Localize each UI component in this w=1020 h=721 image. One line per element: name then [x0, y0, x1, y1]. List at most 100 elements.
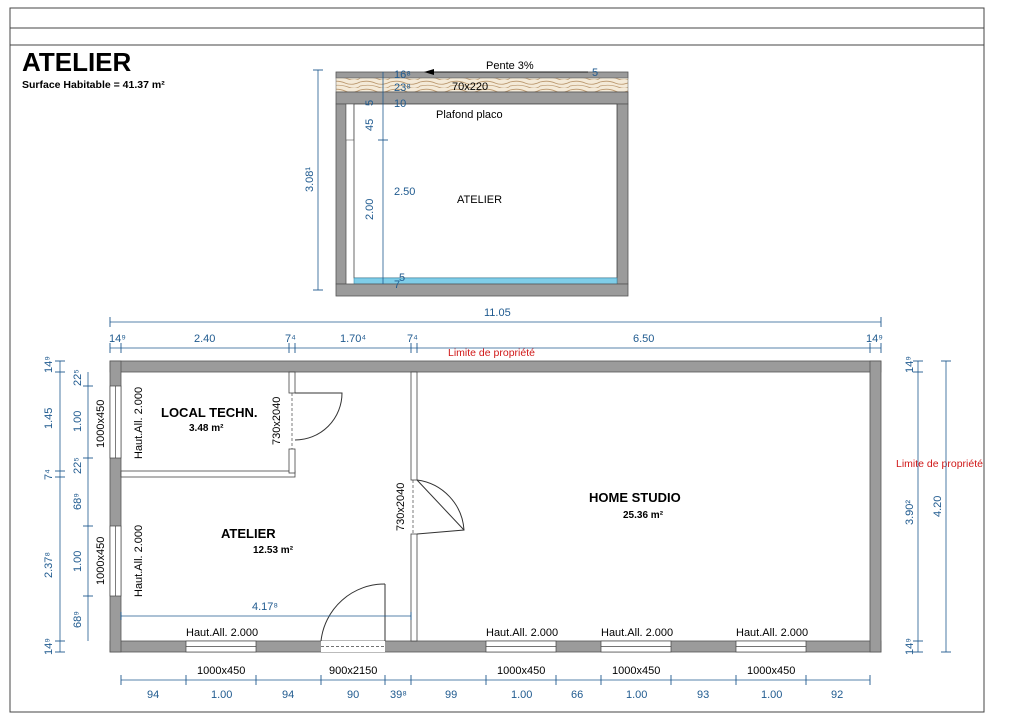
property-limit-top: Limite de propriété: [448, 347, 535, 359]
bottom-dim-12: 92: [831, 689, 843, 701]
top-dim-seg-7: 14⁹: [866, 333, 883, 345]
techn-door-swing: [294, 392, 343, 441]
slope-arrow-icon: [424, 69, 434, 75]
bottom-window-1-height: Haut.All. 2.000: [186, 627, 258, 639]
right-dim-inner: 3.90²: [904, 500, 916, 525]
left-dim-inner-4: 68⁹: [72, 493, 84, 510]
room-home-studio-area: 25.36 m²: [623, 510, 664, 521]
section-left-wall: [335, 103, 347, 285]
dim-roof-5-left: 5: [364, 100, 376, 106]
top-dimensions: 11.05 14⁹ 2.40 7⁴ 1.70⁴ 7⁴ 6.50 14⁹: [109, 307, 883, 353]
bottom-dim-9: 1.00: [626, 689, 647, 701]
bottom-dim-10: 93: [697, 689, 709, 701]
left-window-2-height: Haut.All. 2.000: [133, 525, 145, 597]
left-dim-inner-6: 68⁹: [72, 611, 84, 628]
bottom-dimensions: 94 1.00 94 90 39⁸ 99 1.00 66 1.00 93 1.0…: [120, 675, 871, 701]
left-dim-outer-3: 7⁴: [43, 469, 55, 480]
partition-lower: [410, 533, 418, 642]
left-dim-inner-3: 22⁵: [72, 457, 84, 474]
dim-roof-5-top: 5: [592, 67, 598, 79]
wall-right: [869, 360, 882, 653]
right-dim-bottom: 14⁹: [904, 638, 916, 655]
dim-roof-10: 10: [394, 98, 406, 110]
section-window-gap: [345, 103, 355, 141]
section-room: [353, 103, 618, 279]
page-title: ATELIER: [22, 47, 132, 77]
entrance-door-swing: [320, 583, 386, 642]
left-window-1-size: 1000x450: [95, 400, 107, 448]
left-window-2-size: 1000x450: [95, 537, 107, 585]
dim-roof-16: 16⁸: [394, 69, 411, 81]
room-local-techn-area: 3.48 m²: [189, 423, 224, 434]
left-dim-outer-1: 14⁹: [43, 356, 55, 373]
top-dim-seg-2: 2.40: [194, 333, 215, 345]
section-view: Pente 3% 70x220 Plafond placo ATELIER 3.…: [304, 60, 629, 297]
room-atelier-area: 12.53 m²: [253, 545, 294, 556]
room-local-techn-name: LOCAL TECHN.: [161, 405, 258, 420]
bottom-window-1-size: 1000x450: [197, 665, 245, 677]
bottom-dim-3: 94: [282, 689, 294, 701]
inner-dim-atelier: 4.17⁸: [252, 601, 278, 613]
bottom-dim-2: 1.00: [211, 689, 232, 701]
door-label-studio: 730x2040: [395, 483, 407, 531]
right-dimensions: 14⁹ 3.90² 14⁹ 4.20: [904, 356, 951, 655]
techn-partition-horizontal: [120, 470, 296, 478]
door-label-entrance: 900x2150: [329, 665, 377, 677]
top-dim-total: 11.05: [484, 307, 511, 319]
ceiling-label: Plafond placo: [436, 109, 503, 121]
bottom-window-3-size: 1000x450: [612, 665, 660, 677]
beam-label: 70x220: [452, 81, 488, 93]
bottom-dim-1: 94: [147, 689, 159, 701]
dim-2-00: 2.00: [364, 199, 376, 220]
left-dimensions: 14⁹ 1.45 7⁴ 2.37⁸ 14⁹ 22⁵ 1.00 22⁵ 68⁹ 1…: [43, 356, 93, 655]
bottom-dim-5: 39⁸: [390, 689, 407, 701]
property-limit-right: Limite de propriété: [896, 458, 983, 470]
bottom-dim-6: 99: [445, 689, 457, 701]
left-dim-inner-1: 22⁵: [72, 369, 84, 386]
left-dim-inner-5: 1.00: [72, 551, 84, 572]
top-dim-seg-3: 7⁴: [285, 333, 296, 345]
bottom-window-3-height: Haut.All. 2.000: [601, 627, 673, 639]
bottom-dim-7: 1.00: [511, 689, 532, 701]
surface-habitable-label: Surface Habitable = 41.37 m²: [22, 79, 165, 91]
dim-floor-5: 5: [399, 272, 405, 284]
left-dim-outer-4: 2.37⁸: [43, 552, 55, 578]
slope-label: Pente 3%: [486, 60, 534, 72]
room-atelier-name: ATELIER: [221, 526, 276, 541]
partition-upper: [410, 371, 418, 481]
bottom-dim-4: 90: [347, 689, 359, 701]
top-dim-seg-1: 14⁹: [109, 333, 126, 345]
left-dim-outer-2: 1.45: [43, 408, 55, 429]
top-dim-seg-5: 7⁴: [407, 333, 418, 345]
studio-door-swing: [416, 479, 465, 535]
dim-floor-7: 7: [394, 279, 400, 291]
ceiling-slab: [335, 91, 629, 105]
door-label-techn: 730x2040: [271, 397, 283, 445]
section-room-label: ATELIER: [457, 194, 502, 206]
right-dim-total: 4.20: [932, 496, 944, 517]
section-total-height: 3.08¹: [304, 167, 316, 192]
sheet-frame: [9, 7, 985, 713]
bottom-window-4-height: Haut.All. 2.000: [736, 627, 808, 639]
floor-plan: LOCAL TECHN. 3.48 m² ATELIER 12.53 m² HO…: [95, 347, 983, 677]
dim-2-50: 2.50: [394, 186, 415, 198]
left-window-1-height: Haut.All. 2.000: [133, 387, 145, 459]
top-dim-seg-4: 1.70⁴: [340, 333, 366, 345]
wall-left: [109, 360, 122, 653]
section-foundation: [335, 283, 629, 297]
roof-cover: [335, 71, 629, 79]
bottom-window-2-height: Haut.All. 2.000: [486, 627, 558, 639]
right-dim-top: 14⁹: [904, 356, 916, 373]
section-right-wall: [616, 103, 629, 285]
dim-45: 45: [364, 119, 376, 131]
room-home-studio-name: HOME STUDIO: [589, 490, 681, 505]
bottom-window-2-size: 1000x450: [497, 665, 545, 677]
bottom-window-4-size: 1000x450: [747, 665, 795, 677]
dim-roof-23: 23⁸: [394, 82, 411, 94]
left-dim-inner-2: 1.00: [72, 411, 84, 432]
left-dim-outer-5: 14⁹: [43, 638, 55, 655]
wall-top: [109, 360, 882, 373]
bottom-dim-11: 1.00: [761, 689, 782, 701]
bottom-dim-8: 66: [571, 689, 583, 701]
